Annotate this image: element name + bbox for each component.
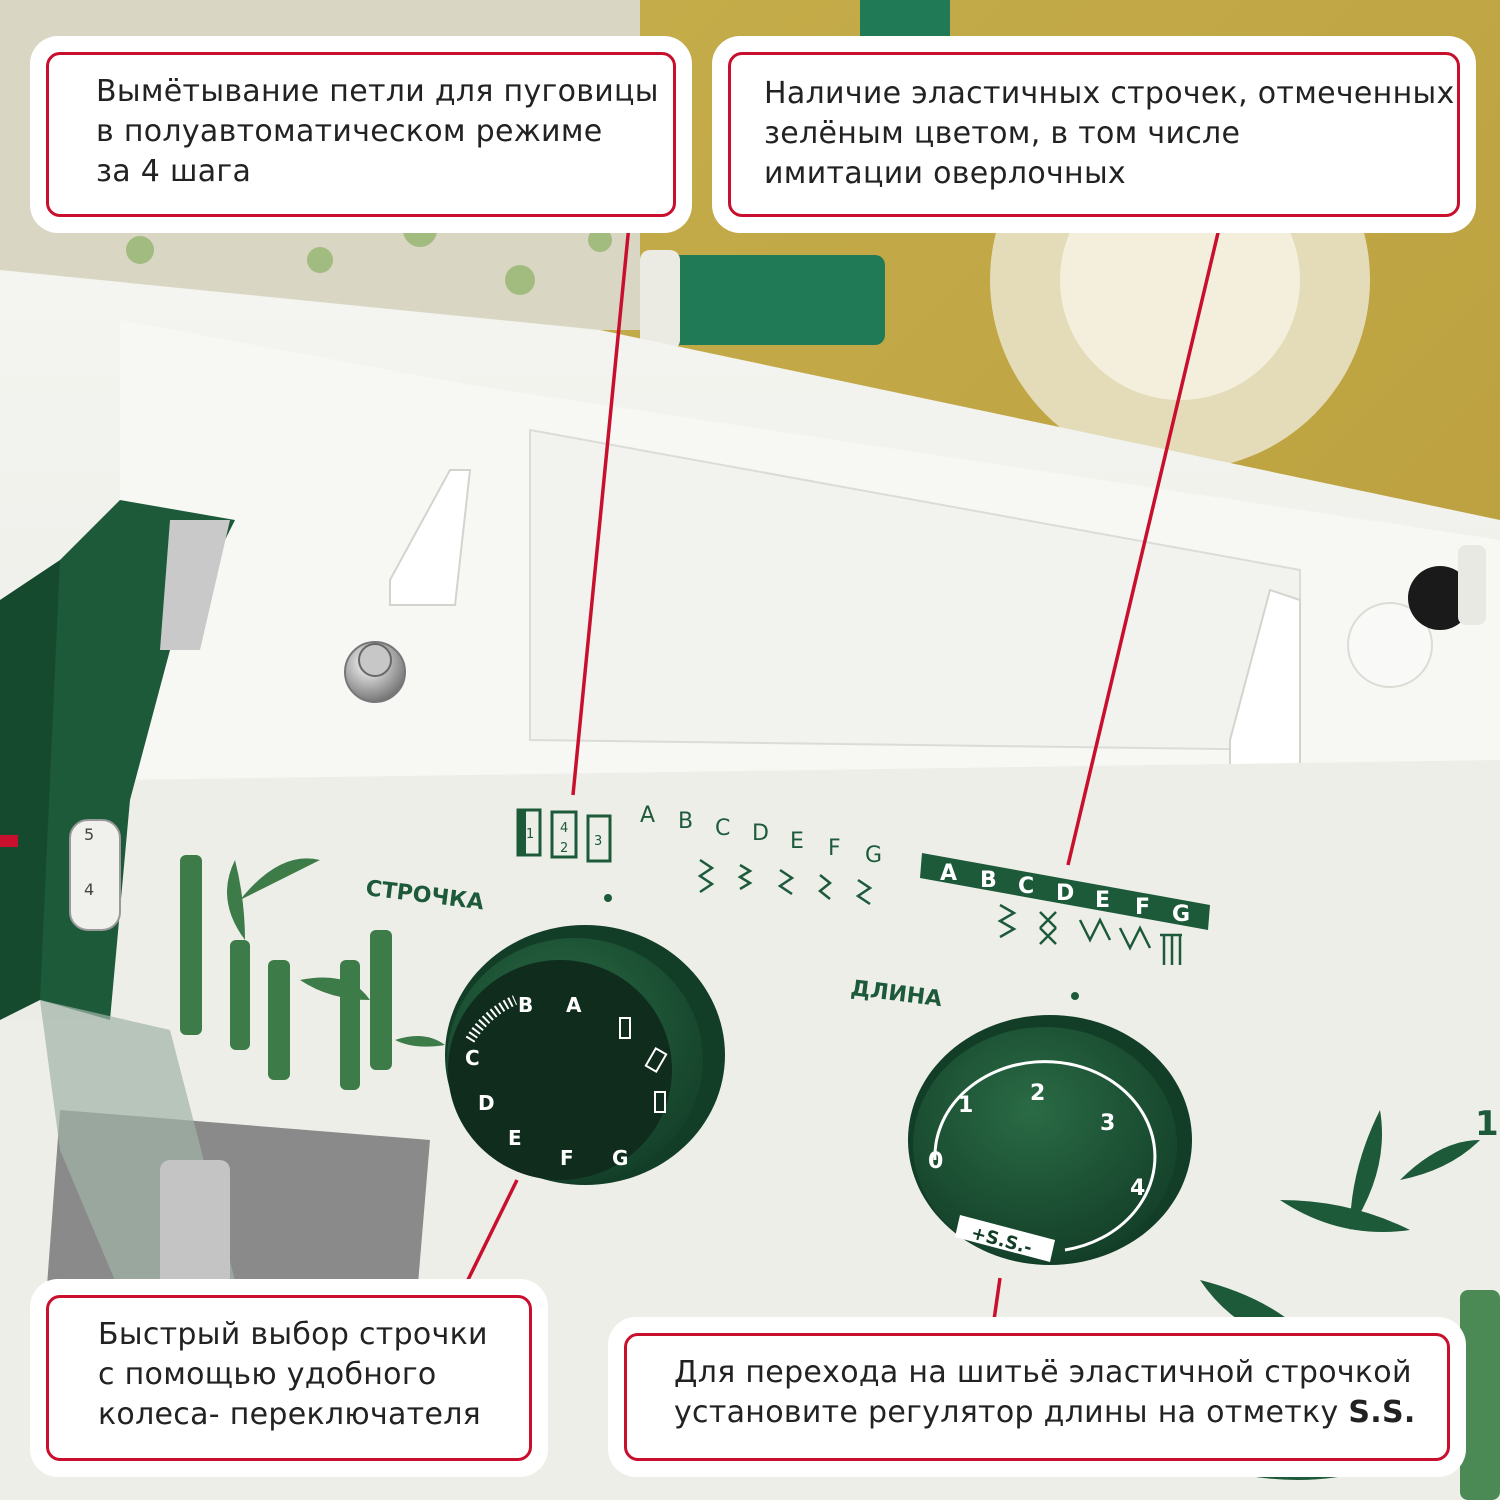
buttonhole-step-4: 4: [560, 821, 568, 836]
side-number: 5: [84, 825, 94, 844]
elastic-letter: G: [1172, 902, 1190, 927]
pattern-letter: D: [752, 821, 769, 846]
callout-text: с помощью удобного: [98, 1357, 437, 1392]
length-dial-number: 3: [1100, 1111, 1115, 1136]
elastic-letter: F: [1135, 895, 1150, 920]
stitch-dial-letter: D: [478, 1091, 495, 1115]
callout-text: Быстрый выбор строчки: [98, 1317, 488, 1352]
callout-length-ss: Для перехода на шитьё эластичной строчко…: [608, 1317, 1466, 1477]
stitch-dial-letter: A: [566, 993, 582, 1017]
side-number: 4: [84, 880, 94, 899]
callout-buttonhole: Вымётывание петли для пуговицы в полуавт…: [30, 36, 692, 233]
ss-bold-label: S.S.: [1348, 1395, 1416, 1430]
elastic-letter: E: [1095, 888, 1110, 913]
callout-text: Наличие эластичных строчек, отмеченных: [764, 76, 1455, 111]
buttonhole-step-1: 1: [526, 827, 534, 842]
stitch-dial-letter: G: [612, 1146, 628, 1170]
length-dial-number: 0: [928, 1149, 943, 1174]
length-dial-number: 4: [1130, 1176, 1145, 1201]
stitch-dial-letter: B: [518, 993, 533, 1017]
elastic-letter: B: [980, 868, 997, 893]
pattern-letter: G: [865, 843, 882, 868]
elastic-letter: D: [1056, 881, 1074, 906]
stitch-dial-letter: E: [508, 1126, 522, 1150]
callout-text: Вымётывание петли для пуговицы: [96, 74, 659, 109]
length-dial-number: 1: [958, 1093, 973, 1118]
pattern-letter: F: [828, 836, 841, 861]
length-dial-number: 2: [1030, 1081, 1045, 1106]
pattern-letter: E: [790, 829, 804, 854]
callout-text: установите регулятор длины на отметку: [674, 1395, 1349, 1430]
callout-text: в полуавтоматическом режиме: [96, 114, 603, 149]
buttonhole-step-3: 3: [594, 834, 602, 849]
buttonhole-step-2: 2: [560, 841, 568, 856]
pattern-letter: B: [678, 809, 693, 834]
callout-text: имитации оверлочных: [764, 156, 1126, 191]
callout-text: за 4 шага: [96, 154, 252, 189]
callout-stitch-selector: Быстрый выбор строчки с помощью удобного…: [30, 1279, 548, 1477]
elastic-letter: A: [940, 861, 957, 886]
callout-text: Для перехода на шитьё эластичной строчко…: [674, 1355, 1412, 1390]
pattern-letter: A: [640, 803, 655, 828]
stitch-dial-letter: F: [560, 1146, 574, 1170]
pattern-letter: C: [715, 816, 730, 841]
elastic-letter: C: [1018, 874, 1034, 899]
callout-text: зелёным цветом, в том числе: [764, 116, 1241, 151]
callout-elastic-stitches: Наличие эластичных строчек, отмеченных з…: [712, 36, 1476, 233]
stitch-dial-letter: C: [465, 1046, 480, 1070]
callout-text: колеса- переключателя: [98, 1397, 482, 1432]
model-number-fragment: 1: [1475, 1104, 1499, 1144]
